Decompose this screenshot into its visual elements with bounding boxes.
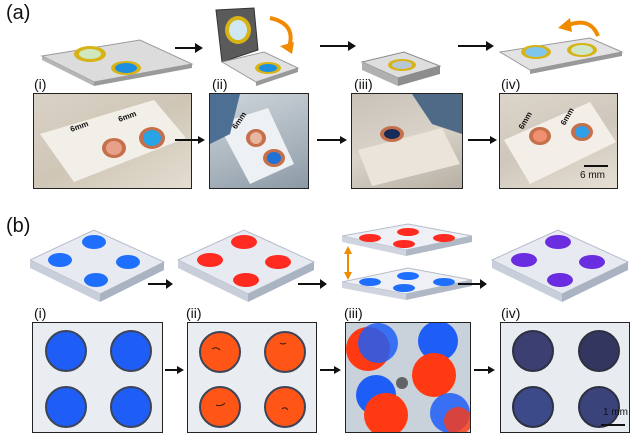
chip-schematic-3: [341, 223, 473, 300]
step-b-i: (i): [34, 305, 47, 321]
photo-a-ii: 6mm: [209, 93, 309, 189]
slide-schematic-3: [360, 51, 442, 86]
arrow-a2: [320, 41, 356, 51]
chip-schematic-2: [176, 229, 316, 302]
panel-a-schematic: [40, 7, 624, 86]
panel-b-schematic: [30, 223, 630, 302]
micrograph-arrows-b: [165, 366, 495, 374]
micrograph-b-i: [32, 322, 163, 433]
arrow-b2: [298, 279, 327, 289]
photo-a-iv: 6mm 6mm 6 mm: [499, 93, 618, 189]
arrow-b1: [148, 279, 173, 289]
step-b-ii: (ii): [186, 305, 202, 321]
step-b-iv: (iv): [501, 305, 521, 321]
photo-a-iii: [351, 93, 463, 189]
scale-bar-b: 1 mm: [603, 407, 628, 418]
scale-bar-a: 6 mm: [580, 170, 605, 181]
step-a-iii: (iii): [354, 76, 373, 92]
arrow-b3: [458, 279, 487, 289]
photo-arrows-a: [175, 136, 497, 144]
step-b-iii: (iii): [344, 305, 363, 321]
step-a-iv: (iv): [501, 76, 521, 92]
step-a-ii: (ii): [212, 76, 228, 92]
photo-a-i: 6mm 6mm: [33, 93, 192, 189]
step-a-i: (i): [34, 76, 47, 92]
chip-schematic-4: [490, 229, 630, 302]
chip-schematic-1: [30, 229, 166, 302]
arrow-a3: [458, 41, 494, 51]
micrograph-b-iv: 1 mm: [500, 322, 630, 433]
micrograph-b-ii: [187, 322, 317, 433]
panel-b-label: (b): [6, 215, 31, 237]
panel-a-label: (a): [6, 2, 31, 24]
slide-schematic-1: [40, 39, 194, 86]
slide-schematic-4: [498, 18, 624, 74]
slide-schematic-2: [215, 7, 300, 86]
micrograph-b-iii: [345, 322, 471, 433]
arrow-a1: [175, 43, 203, 53]
